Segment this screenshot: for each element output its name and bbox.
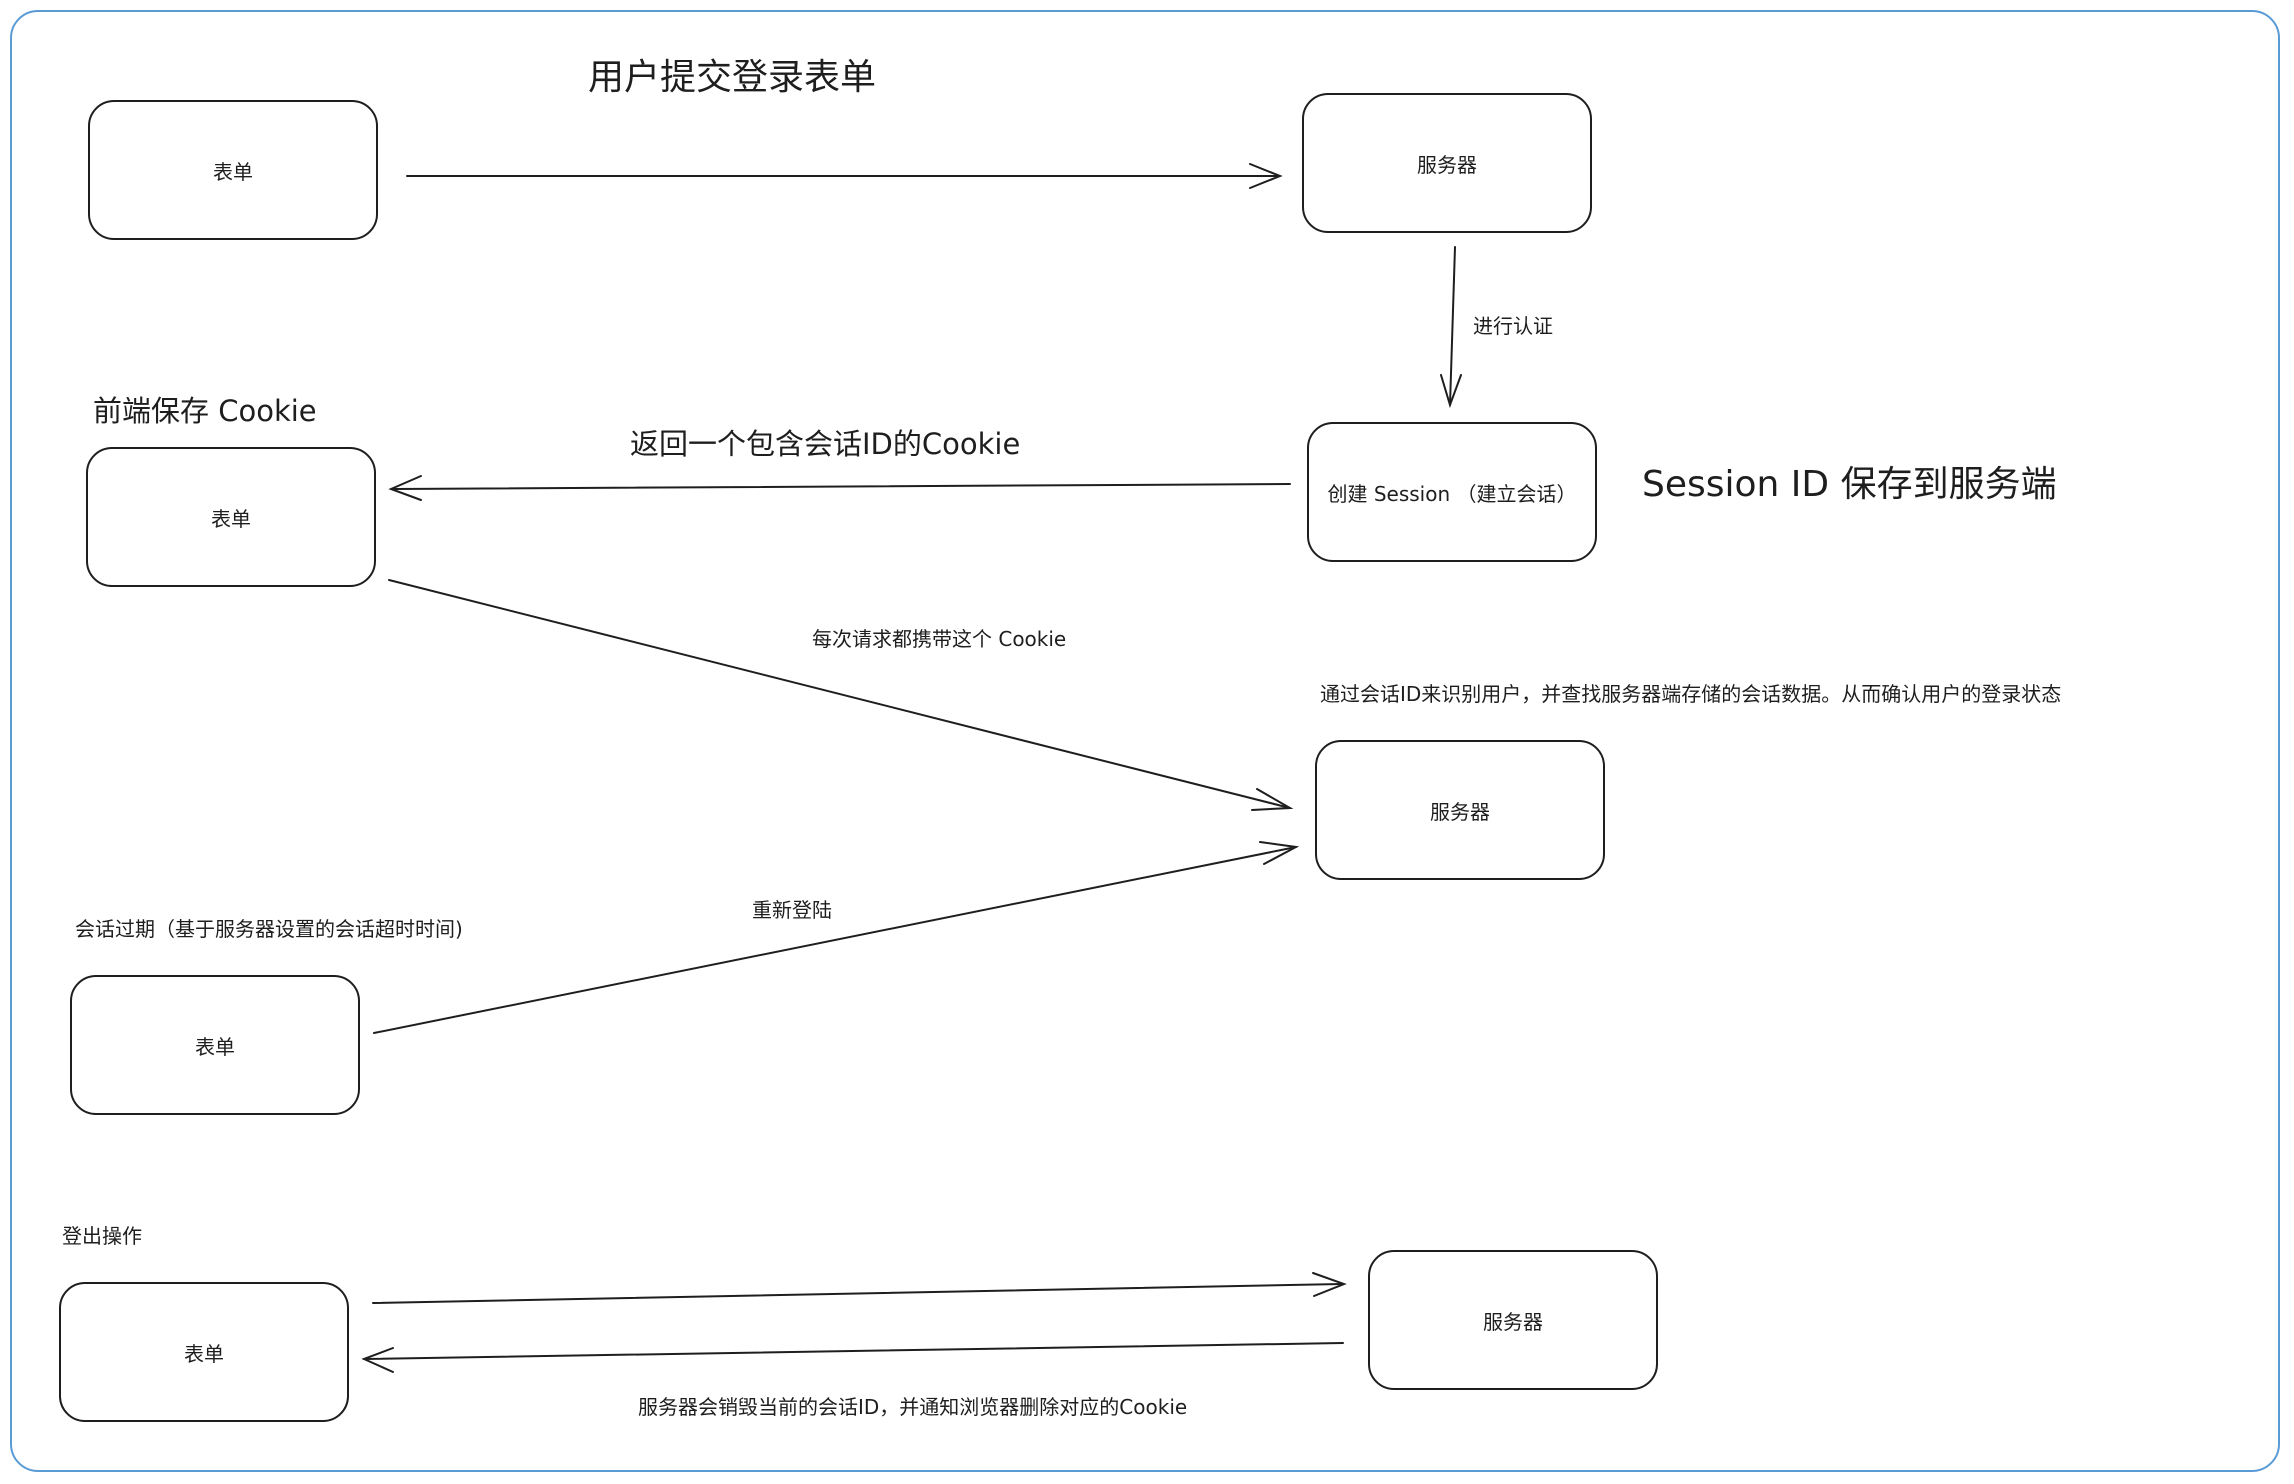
- server-box-request: 服务器: [1315, 740, 1605, 880]
- arrow-relogin: [373, 846, 1297, 1034]
- relogin-label: 重新登陆: [752, 898, 832, 922]
- arrow-destroy: [363, 1342, 1344, 1360]
- frontend-save-cookie-label: 前端保存 Cookie: [93, 394, 317, 428]
- session-id-saved-label: Session ID 保存到服务端: [1642, 464, 2057, 505]
- arrow-logout-head: [1312, 1272, 1347, 1297]
- session-box: 创建 Session （建立会话）: [1307, 422, 1597, 562]
- arrow-carry-cookie-head: [1251, 788, 1294, 811]
- destroy-session-label: 服务器会销毁当前的会话ID，并通知浏览器删除对应的Cookie: [638, 1395, 1188, 1419]
- submit-login-label: 用户提交登录表单: [588, 57, 877, 98]
- arrow-authenticate: [1449, 246, 1456, 406]
- arrow-submit-head: [1249, 163, 1283, 189]
- arrow-logout: [372, 1283, 1343, 1304]
- identify-user-label: 通过会话ID来识别用户，并查找服务器端存储的会话数据。从而确认用户的登录状态: [1320, 682, 2062, 706]
- arrow-destroy-head: [361, 1347, 394, 1373]
- form-box-login: 表单: [88, 100, 378, 240]
- arrow-carry-cookie: [388, 579, 1291, 809]
- canvas-frame: [10, 10, 2280, 1472]
- session-expired-label: 会话过期（基于服务器设置的会话超时时间): [75, 917, 463, 941]
- arrow-return-cookie-head: [388, 475, 422, 501]
- logout-label: 登出操作: [62, 1224, 142, 1248]
- form-box-logout: 表单: [59, 1282, 349, 1422]
- server-box-login: 服务器: [1302, 93, 1592, 233]
- form-box-cookie: 表单: [86, 447, 376, 587]
- return-cookie-label: 返回一个包含会话ID的Cookie: [630, 427, 1021, 461]
- form-box-expired: 表单: [70, 975, 360, 1115]
- carry-cookie-label: 每次请求都携带这个 Cookie: [812, 627, 1067, 651]
- arrow-authenticate-head: [1440, 374, 1462, 409]
- authenticate-label: 进行认证: [1473, 314, 1553, 338]
- arrow-return-cookie: [392, 483, 1291, 490]
- arrow-relogin-head: [1259, 841, 1300, 865]
- server-box-logout: 服务器: [1368, 1250, 1658, 1390]
